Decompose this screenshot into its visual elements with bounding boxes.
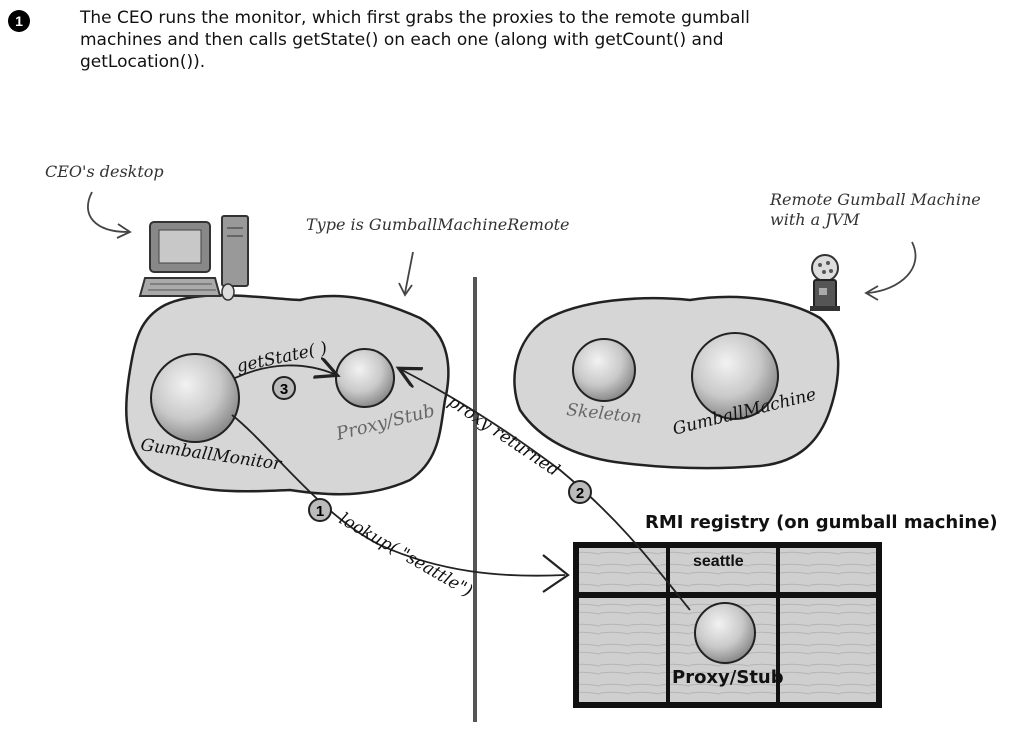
ceo-pointer-arrow <box>87 191 129 233</box>
proxy-returned-arrow <box>402 370 691 611</box>
registry-entry-seattle: seattle <box>693 553 744 570</box>
gumball-machine-sphere <box>691 332 779 420</box>
type-note: Type is GumballMachineRemote <box>306 215 570 234</box>
step-two-circle <box>568 480 592 504</box>
gumball-machine-icon <box>810 254 840 311</box>
rmi-registry-title: RMI registry (on gumball machine) <box>645 512 998 533</box>
remote-pointer-arrow <box>867 241 917 294</box>
gumball-monitor-sphere <box>150 353 240 443</box>
lookup-arrow <box>231 414 566 577</box>
step-badge: 1 <box>8 10 30 32</box>
step-three-circle <box>272 376 296 400</box>
lookup-label: lookup( "seattle") <box>336 509 476 602</box>
intro-text: The CEO runs the monitor, which first gr… <box>80 8 750 72</box>
step-one-number: 1 <box>316 503 324 520</box>
registry-proxy-sphere <box>694 602 756 664</box>
ceo-desktop-note: CEO's desktop <box>45 162 164 181</box>
client-proxy-sphere <box>335 348 395 408</box>
step-one-circle <box>308 498 332 522</box>
type-pointer-arrow <box>404 251 414 294</box>
remote-machine-note: Remote Gumball Machine with a JVM <box>770 190 981 229</box>
remote-jvm-blob <box>513 295 840 470</box>
registry-proxy-label: Proxy/Stub <box>672 667 784 688</box>
step-three-number: 3 <box>280 381 288 398</box>
computer-icon <box>138 215 249 301</box>
get-state-arrow <box>234 365 334 379</box>
skeleton-sphere <box>572 338 636 402</box>
step-two-number: 2 <box>576 485 584 502</box>
